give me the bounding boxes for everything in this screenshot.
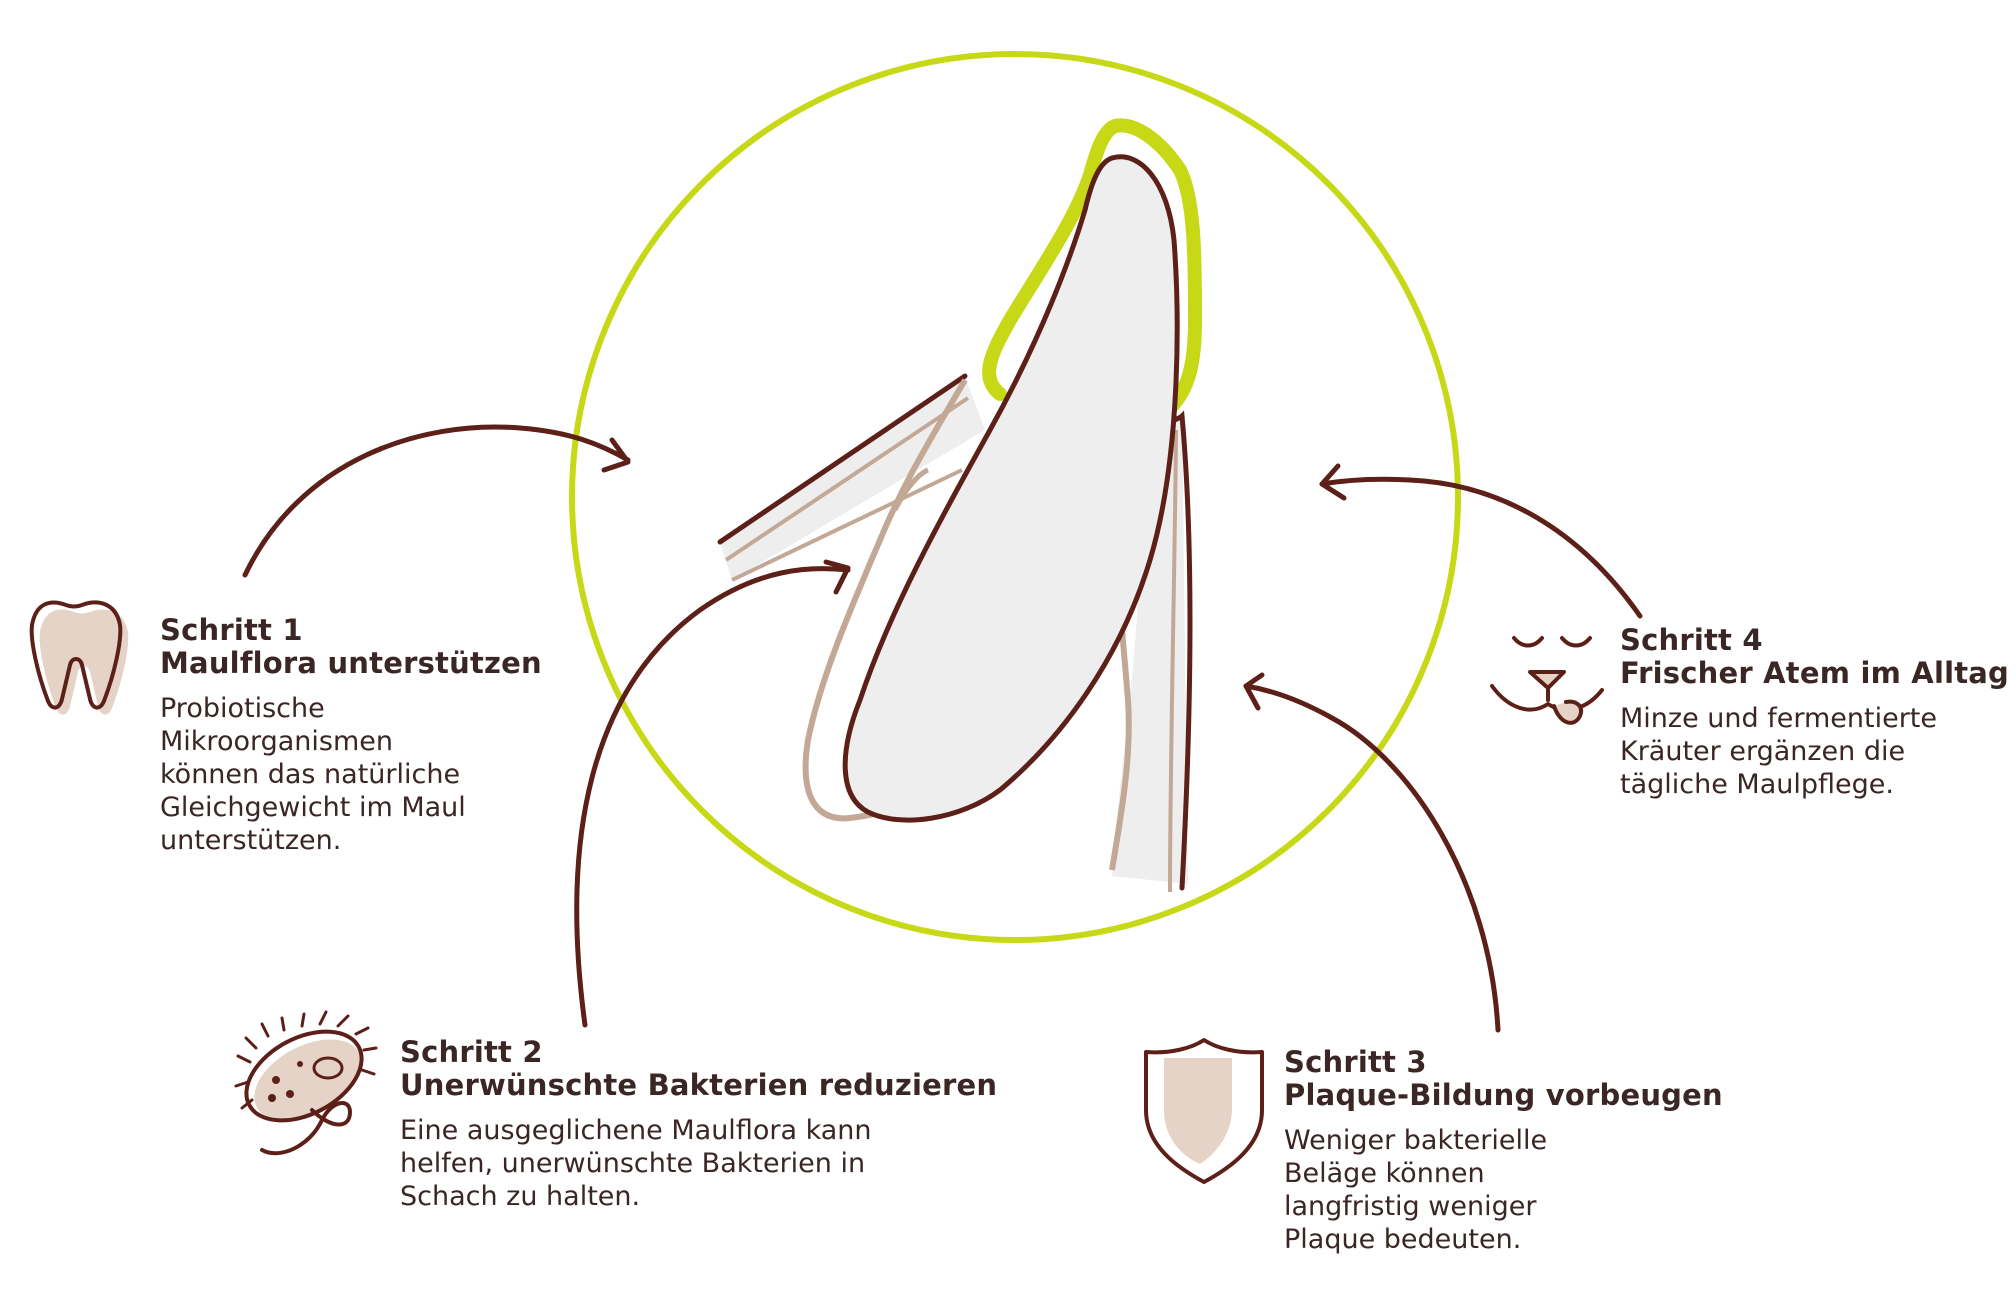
step-4-text: Minze und fermentierte Kräuter ergänzen … <box>1620 703 1937 800</box>
step-4-label: Schritt 4 <box>1620 623 1763 657</box>
arrow-step3 <box>1243 683 1501 1033</box>
step-1-label: Schritt 1 <box>160 613 303 647</box>
arrow-step2 <box>574 566 851 1028</box>
bacteria-icon <box>234 1010 378 1156</box>
step-1-heading: Maulflora unterstützen <box>160 646 542 680</box>
arrow-step1-head <box>601 437 631 473</box>
step-3-label: Schritt 3 <box>1284 1045 1427 1079</box>
tooth-gum-illustration <box>717 118 1202 893</box>
step-2-text: Eine ausgeglichene Maulflora kann helfen… <box>400 1115 872 1212</box>
arrow-step2-head <box>823 559 851 595</box>
dog-face-icon <box>1490 636 1604 725</box>
arrow-step1 <box>242 424 631 578</box>
step-2-label: Schritt 2 <box>400 1035 543 1069</box>
step-1-text: Probiotische Mikroorganismen können das … <box>160 693 466 856</box>
arrow-step4 <box>1319 476 1643 619</box>
arrow-step4-head <box>1319 463 1347 501</box>
arrows <box>242 424 1643 1033</box>
arrow-step3-head <box>1243 672 1265 711</box>
step-2-block: Schritt 2 Unerwünschte Bakterien reduzie… <box>400 1036 997 1213</box>
step-4-heading: Frischer Atem im Alltag <box>1620 656 2010 690</box>
shield-icon <box>1144 1038 1264 1184</box>
tooth-icon <box>29 600 129 715</box>
step-2-heading: Unerwünschte Bakterien reduzieren <box>400 1068 998 1102</box>
step-4-block: Schritt 4 Frischer Atem im Alltag Minze … <box>1620 624 2009 801</box>
step-3-text: Weniger bakterielle Beläge können langfr… <box>1284 1125 1548 1255</box>
highlight-circle <box>569 51 1461 943</box>
step-3-block: Schritt 3 Plaque-Bildung vorbeugen Wenig… <box>1284 1046 1723 1256</box>
step-1-block: Schritt 1 Maulflora unterstützen Probiot… <box>160 614 542 857</box>
step-3-heading: Plaque-Bildung vorbeugen <box>1284 1078 1723 1112</box>
